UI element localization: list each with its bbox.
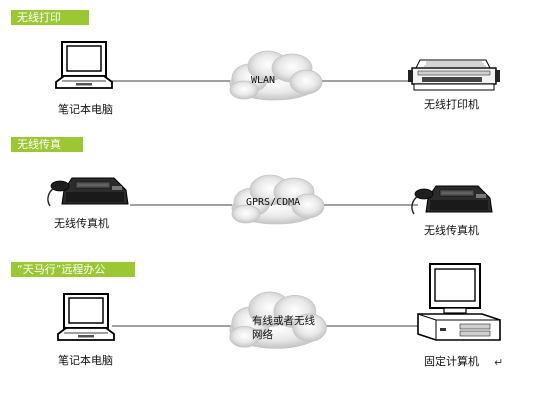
network-label-wired-or-wireless-line2: 网络 [252, 329, 273, 341]
fax-label-left: 无线传真机 [54, 217, 109, 230]
section-tag-wireless-print: 无线打印 [11, 10, 89, 25]
printer-label: 无线打印机 [424, 98, 479, 111]
laptop-icon [57, 293, 115, 341]
desktop-computer-label: 固定计算机 [424, 355, 479, 368]
printer-icon [408, 59, 500, 91]
desktop-computer-icon [417, 263, 501, 341]
network-label-wired-or-wireless-line1: 有线或者无线 [252, 315, 315, 327]
laptop-label-remote: 笔记本电脑 [58, 354, 113, 367]
section-tag-wireless-fax: 无线传真 [11, 137, 83, 152]
fax-icon [47, 177, 129, 207]
section-tag-remote-office: “天马行”远程办公 [11, 262, 135, 277]
laptop-label: 笔记本电脑 [58, 103, 113, 116]
return-mark: ↵ [494, 356, 504, 369]
network-label-wlan: WLAN [251, 75, 276, 86]
fax-icon [411, 185, 493, 215]
network-label-gprs: GPRS/CDMA [246, 197, 301, 208]
fax-label-right: 无线传真机 [424, 224, 479, 237]
laptop-icon [55, 41, 113, 89]
cloud-icon [229, 50, 323, 101]
